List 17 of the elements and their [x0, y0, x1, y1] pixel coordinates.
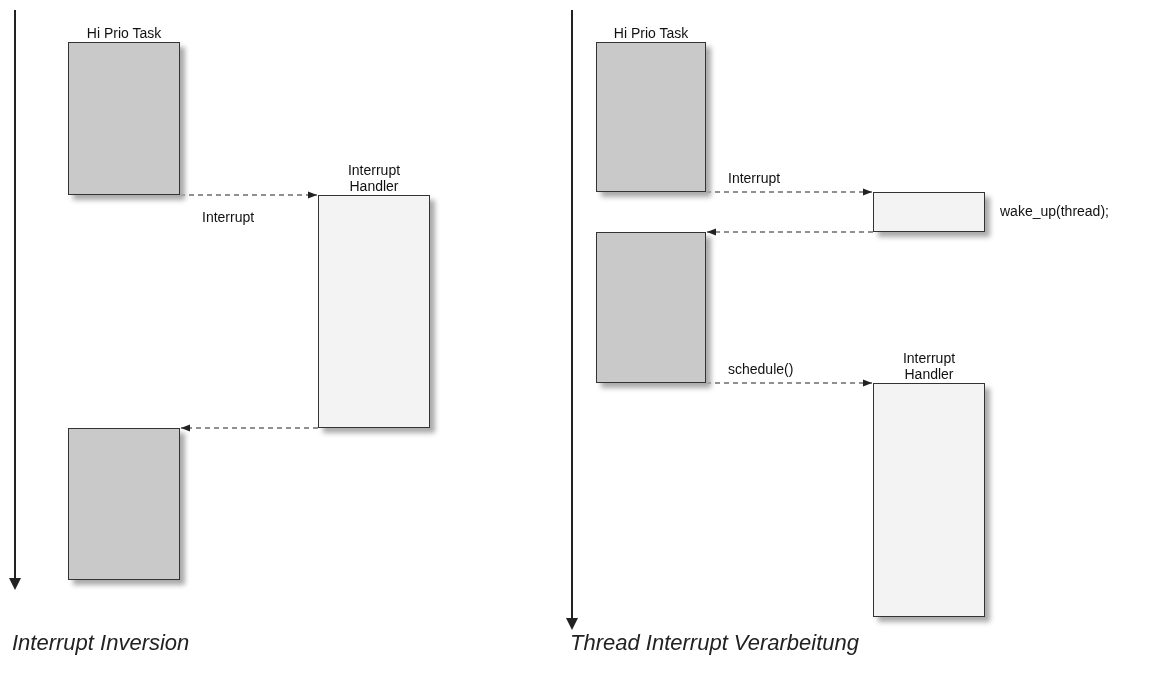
block-label: Interrupt Handler — [346, 162, 402, 194]
arrow — [706, 228, 874, 236]
task-block — [596, 232, 706, 383]
edge-label: schedule() — [726, 361, 796, 377]
arrow — [179, 191, 318, 199]
caption: Interrupt Inversion — [12, 630, 190, 656]
block-label: Interrupt Handler — [901, 350, 957, 382]
arrow — [705, 188, 873, 196]
block-label: Hi Prio Task — [612, 25, 690, 41]
edge-label: Interrupt — [726, 170, 783, 186]
caption: Thread Interrupt Verarbeitung — [570, 630, 860, 656]
edge-label: Interrupt — [200, 209, 257, 225]
code-label: wake_up(thread); — [1000, 203, 1109, 219]
task-block — [68, 428, 180, 580]
arrow — [705, 379, 873, 387]
block-label: Hi Prio Task — [85, 25, 163, 41]
arrow — [180, 424, 319, 432]
